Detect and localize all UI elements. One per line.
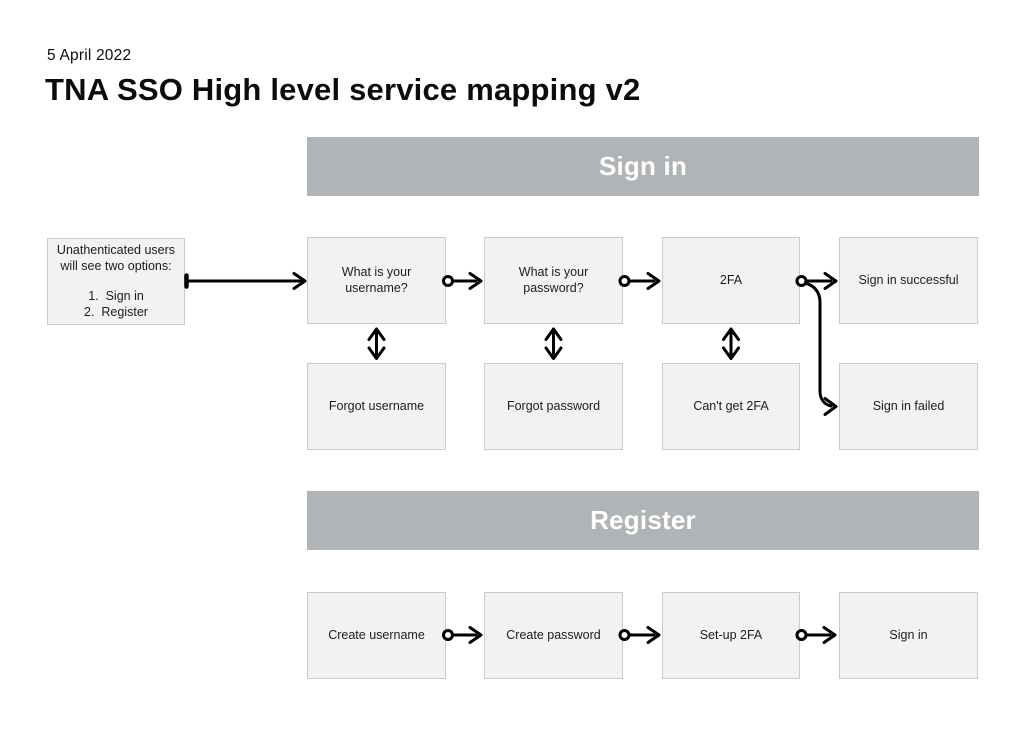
- connector-setup-2fa-to-sign-in-arrow: [795, 626, 837, 644]
- node-sign-in-successful: Sign in successful: [839, 237, 978, 324]
- node-forgot-password: Forgot password: [484, 363, 623, 450]
- intro-item-sign-in: 1. Sign in: [88, 289, 144, 303]
- section-banner-sign-in-label: Sign in: [598, 151, 688, 181]
- connector-2fa-to-successful-arrow: [795, 272, 838, 290]
- connector-password-forgot-double-arrow: [544, 327, 563, 360]
- node-create-password: Create password: [484, 592, 623, 679]
- node-what-is-your-username: What is your username?: [307, 237, 446, 324]
- connector-username-to-password-arrow: [442, 272, 483, 290]
- connector-username-forgot-double-arrow: [367, 327, 386, 360]
- connector-password-to-2fa-arrow: [618, 272, 661, 290]
- intro-line-1: Unathenticated users: [56, 243, 176, 257]
- connector-create-password-to-setup-2fa-arrow: [618, 626, 661, 644]
- node-intro: Unathenticated users will see two option…: [47, 238, 185, 325]
- section-banner-register-label: Register: [590, 505, 696, 535]
- connector-2fa-to-failed-arrow: [805, 282, 838, 416]
- node-set-up-2fa: Set-up 2FA: [662, 592, 800, 679]
- connector-create-username-to-password-arrow: [442, 626, 483, 644]
- document-date: 5 April 2022: [47, 47, 132, 64]
- node-create-username: Create username: [307, 592, 446, 679]
- page-title: TNA SSO High level service mapping v2: [45, 72, 641, 107]
- node-2fa: 2FA: [662, 237, 800, 324]
- intro-item-register: 2. Register: [84, 304, 148, 319]
- section-banner-sign-in: Sign in: [307, 137, 979, 196]
- node-register-sign-in: Sign in: [839, 592, 978, 679]
- connector-2fa-cant-get-double-arrow: [722, 327, 740, 360]
- section-banner-register: Register: [307, 491, 979, 550]
- intro-line-2: will see two options:: [60, 258, 172, 273]
- node-sign-in-failed: Sign in failed: [839, 363, 978, 450]
- node-cant-get-2fa: Can't get 2FA: [662, 363, 800, 450]
- connector-intro-to-username-arrow: [184, 272, 307, 290]
- node-what-is-your-password: What is your password?: [484, 237, 623, 324]
- node-forgot-username: Forgot username: [307, 363, 446, 450]
